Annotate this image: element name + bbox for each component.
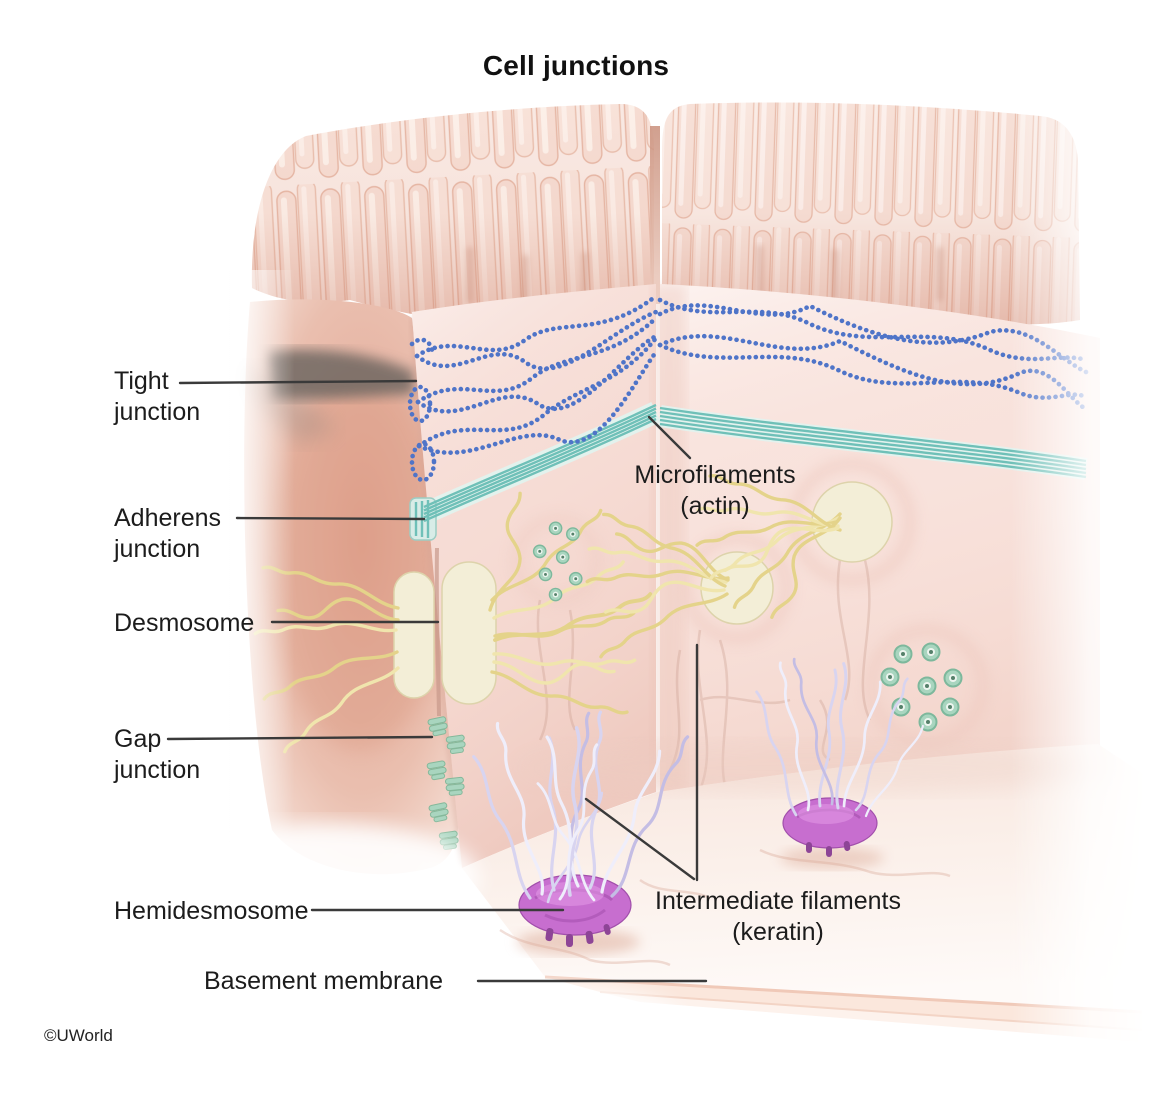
label-microfilaments: Microfilaments (actin) <box>634 461 796 520</box>
copyright-notice: ©UWorld <box>44 1026 113 1045</box>
basement-membrane-lower-slab <box>600 992 1142 1042</box>
leader-adherens-junction <box>235 516 426 521</box>
leader-microfilaments <box>647 415 692 460</box>
label-basement-membrane: Basement membrane <box>204 967 444 995</box>
label-tight-junction: Tight junction <box>114 367 201 426</box>
corner-shading <box>652 284 686 794</box>
cell-cleft-groove <box>650 126 660 304</box>
basement-membrane-slab-side <box>545 977 1142 1030</box>
label-desmosome: Desmosome <box>114 609 255 637</box>
hemidesmosome-right <box>782 797 878 857</box>
desmosome-membrane-gap <box>434 547 441 717</box>
leader-lines <box>166 379 708 983</box>
label-adherens-junction: Adherens junction <box>114 504 222 563</box>
label-hemidesmosome: Hemidesmosome <box>114 897 309 925</box>
leader-intermediate-filaments-2 <box>584 797 696 881</box>
shadow-recess <box>268 349 414 400</box>
right-edge-fade <box>1010 80 1152 1090</box>
label-intermediate-filaments: Intermediate filaments (keratin) <box>655 887 901 946</box>
leader-gap-junction <box>166 735 434 741</box>
desmosome-plaque-left <box>393 571 435 699</box>
desmosome-plaque-right <box>441 561 497 705</box>
left-edge-fade <box>225 270 295 910</box>
microvilli-brush-border <box>251 102 1080 325</box>
desmosome-discs <box>393 481 893 705</box>
leader-tight-junction <box>178 379 418 385</box>
label-gap-junction: Gap junction <box>114 725 201 784</box>
figure-title: Cell junctions <box>482 50 670 81</box>
